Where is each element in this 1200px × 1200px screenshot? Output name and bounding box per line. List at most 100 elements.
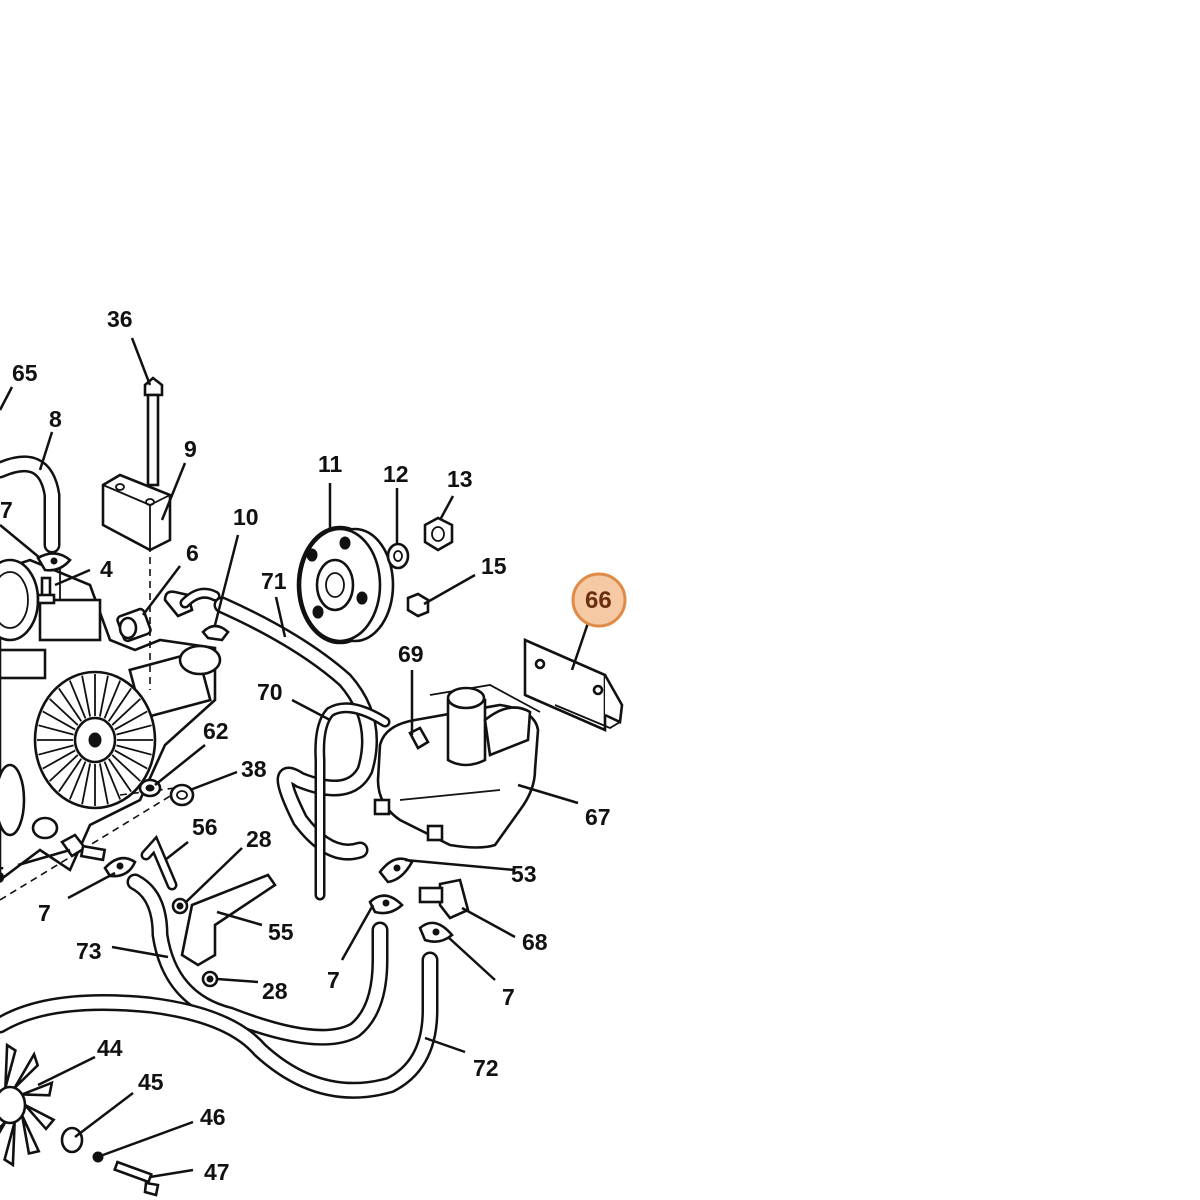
bolt-36	[143, 376, 164, 487]
callout-70: 70	[257, 679, 283, 705]
fan-fin	[42, 749, 76, 770]
clamp-7-mid	[368, 894, 404, 915]
fan-44-blade	[0, 1121, 7, 1134]
cooling-fan-on-transmission	[0, 670, 157, 840]
callout-73: 73	[76, 938, 102, 964]
callout-72: 72	[473, 1055, 499, 1081]
nut-28-bottom	[201, 970, 219, 988]
callout-12: 12	[383, 461, 409, 487]
hose-73	[126, 873, 389, 1046]
fitting-4	[36, 576, 56, 605]
fan-44-blade	[13, 1051, 40, 1089]
callout-46: 46	[200, 1104, 226, 1130]
callout-10: 10	[233, 504, 259, 530]
clamp-7-left	[103, 856, 137, 878]
fan-fin	[69, 761, 87, 800]
clamp-53	[378, 857, 414, 884]
washer-45	[60, 1126, 84, 1154]
callout-62: 62	[203, 718, 229, 744]
fan-44-blade	[24, 1103, 56, 1131]
clamp-7-right	[418, 921, 454, 943]
clamp-7-top	[36, 552, 72, 572]
nut-13	[423, 516, 454, 552]
fan-44-blade	[21, 1080, 54, 1097]
callout-56: 56	[192, 814, 218, 840]
elbow-fitting-10	[163, 587, 230, 642]
fan-fin	[116, 744, 152, 756]
callout-66[interactable]: 66	[585, 587, 612, 614]
bracket-55	[180, 873, 277, 967]
reservoir-67	[373, 684, 541, 849]
callout-15: 15	[481, 553, 507, 579]
callout-7-top: 7	[0, 497, 13, 523]
fan-44	[0, 1042, 56, 1168]
fan-fin	[49, 754, 79, 782]
hose-8	[0, 455, 61, 554]
highlight-circle-66[interactable]	[571, 572, 627, 628]
callout-13: 13	[447, 466, 473, 492]
fan-fin	[99, 675, 109, 717]
callout-45: 45	[138, 1069, 164, 1095]
callout-67: 67	[585, 804, 611, 830]
callout-68: 68	[522, 929, 548, 955]
elbow-56	[140, 834, 178, 891]
callout-44: 44	[97, 1035, 123, 1061]
hose-72	[0, 951, 439, 1099]
fan-fin	[116, 724, 152, 736]
fan-fin	[111, 754, 141, 782]
fan-fin	[114, 710, 148, 731]
tube-70	[314, 702, 391, 901]
leader-lines	[0, 337, 592, 1179]
fitting-68	[418, 878, 470, 920]
fan-44-blade	[3, 1121, 16, 1168]
fan-fin	[38, 744, 74, 756]
callout-28-top: 28	[246, 826, 272, 852]
fan-fin	[58, 758, 83, 793]
callout-65: 65	[12, 360, 38, 386]
callout-9: 9	[184, 436, 197, 462]
hub-11	[296, 525, 395, 645]
fitting-6	[116, 607, 152, 643]
callout-28-bottom: 28	[262, 978, 288, 1004]
fan-fin	[81, 675, 91, 717]
callout-69: 69	[398, 641, 424, 667]
callout-7-left: 7	[38, 900, 51, 926]
callout-47: 47	[204, 1159, 230, 1185]
washer-12	[386, 542, 410, 570]
callout-53: 53	[511, 861, 537, 887]
fan-fin	[103, 680, 121, 719]
fan-fin	[99, 763, 109, 805]
fan-fin	[111, 698, 141, 726]
fan-fin	[107, 758, 132, 793]
callout-7-mid: 7	[327, 967, 340, 993]
fan-44-blade	[4, 1042, 17, 1089]
callout-5: 5	[0, 862, 5, 888]
fan-fin	[81, 763, 91, 805]
callout-71: 71	[261, 568, 287, 594]
callout-4: 4	[100, 556, 113, 582]
callout-36: 36	[107, 306, 133, 332]
callout-38: 38	[241, 756, 267, 782]
fan-fin	[114, 749, 148, 770]
washer-38	[169, 783, 195, 807]
bracket-66	[523, 638, 624, 732]
block-9	[101, 473, 172, 552]
hose-71	[213, 596, 378, 861]
screw-46	[92, 1151, 104, 1163]
callout-7-right: 7	[502, 984, 515, 1010]
callout-8: 8	[49, 406, 62, 432]
fan-fin	[69, 680, 87, 719]
fan-fin	[107, 687, 132, 722]
nut-28-top	[171, 897, 189, 915]
fan-fin	[49, 698, 79, 726]
fan-fin	[38, 724, 74, 736]
nut-15	[406, 592, 430, 618]
callout-11: 11	[318, 451, 343, 477]
fan-fin	[58, 687, 83, 722]
fan-fin	[103, 761, 121, 800]
bolt-47	[113, 1160, 160, 1197]
callout-6: 6	[186, 540, 199, 566]
fan-44-blade	[20, 1115, 41, 1156]
callout-55: 55	[268, 919, 294, 945]
